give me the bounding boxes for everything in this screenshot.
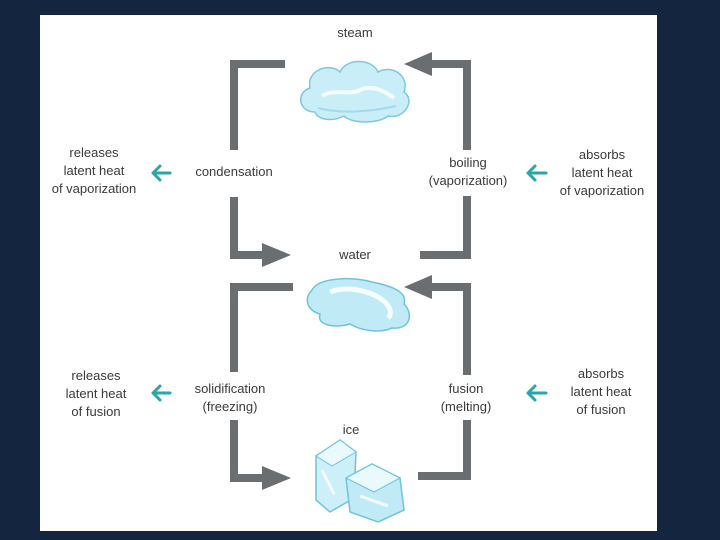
arrow-left-icon: [151, 164, 172, 182]
fusion-loop-arrow: [418, 283, 471, 480]
boiling-loop-arrow: [420, 60, 471, 259]
absorbs-vaporization-note: absorbs latent heat of vaporization: [559, 147, 645, 198]
water-label: water: [339, 247, 371, 262]
condensation-arrow-head: [262, 243, 291, 267]
cloud-icon: [300, 60, 410, 123]
arrow-left-icon: [151, 384, 172, 402]
fusion-label: fusion (melting): [440, 381, 492, 414]
solidification-label: solidification (freezing): [194, 381, 266, 414]
steam-label: steam: [337, 25, 373, 40]
fusion-arrow-head: [404, 275, 432, 299]
arrow-left-icon: [526, 384, 548, 402]
condensation-loop-arrow: [230, 60, 285, 259]
releases-fusion-note: releases latent heat of fusion: [65, 368, 127, 419]
boiling-label: boiling (vaporization): [428, 155, 508, 188]
releases-vaporization-note: releases latent heat of vaporization: [51, 145, 137, 196]
solidification-arrow-head: [262, 466, 291, 490]
solidification-loop-arrow: [230, 283, 293, 482]
absorbs-fusion-note: absorbs latent heat of fusion: [570, 366, 632, 417]
arrow-left-icon: [526, 164, 548, 182]
boiling-arrow-head: [404, 52, 432, 76]
ice-cubes-icon: [315, 439, 405, 523]
ice-label: ice: [342, 422, 360, 437]
puddle-icon: [306, 277, 411, 332]
condensation-label: condensation: [195, 164, 273, 179]
